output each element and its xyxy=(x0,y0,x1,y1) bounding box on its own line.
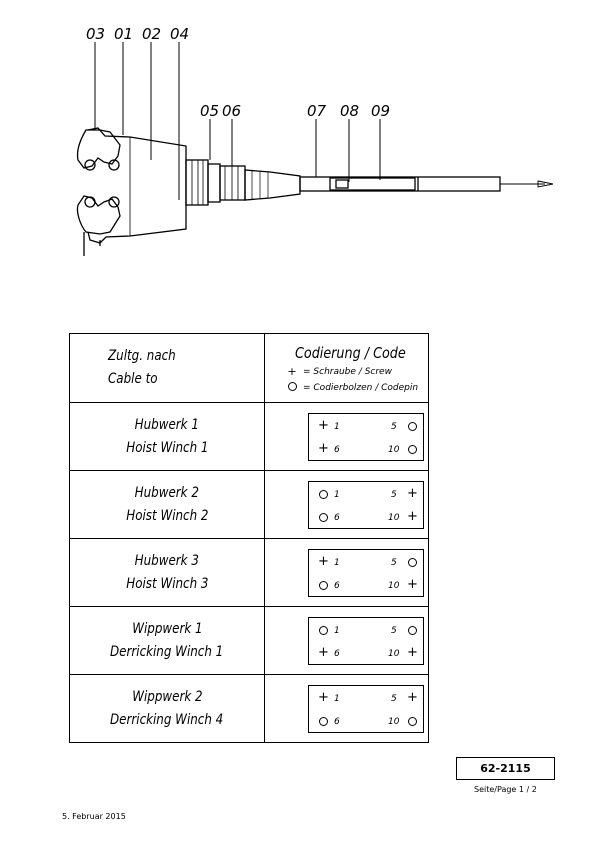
code-box: +1 5 6 +10 xyxy=(308,548,424,597)
destination-line2: Derricking Winch 4 xyxy=(110,711,224,728)
pin-number: 1 xyxy=(334,421,340,432)
destination-line2: Hoist Winch 1 xyxy=(125,439,209,456)
cable-destination: Wippwerk 1 Derricking Winch 1 xyxy=(69,606,265,675)
callout-07: 07 xyxy=(307,102,327,120)
plus-icon: + xyxy=(318,689,329,705)
plus-icon: + xyxy=(407,508,418,524)
code-cell: 1 +5 6 +10 xyxy=(264,470,429,539)
pin-number: 6 xyxy=(334,648,340,659)
code-cell: +1 5 +6 10 xyxy=(264,402,429,471)
pin-number: 6 xyxy=(334,716,340,727)
pin-number: 6 xyxy=(334,580,340,591)
cable-destination: Hubwerk 1 Hoist Winch 1 xyxy=(69,402,265,471)
pin-number: 10 xyxy=(388,580,400,591)
header-left-line1: Zultg. nach xyxy=(108,348,176,364)
circle-icon xyxy=(408,421,417,431)
legend-screw-text: = Schraube / Screw xyxy=(303,366,392,377)
code-box: +1 5 +6 10 xyxy=(308,412,424,461)
document-number: 62-2115 xyxy=(456,757,555,780)
plus-icon: + xyxy=(407,576,418,592)
destination-line1: Hubwerk 3 xyxy=(134,552,200,569)
pin-number: 6 xyxy=(334,444,340,455)
code-cell: +1 5 6 +10 xyxy=(264,538,429,607)
page-number: Seite/Page 1 / 2 xyxy=(474,785,537,794)
table-row: Hubwerk 1 Hoist Winch 1 +1 5 +6 10 xyxy=(69,402,429,471)
circle-icon xyxy=(319,625,328,635)
plus-icon: + xyxy=(407,644,418,660)
callout-04: 04 xyxy=(170,25,189,43)
code-box: 1 5 +6 +10 xyxy=(308,616,424,665)
destination-line2: Hoist Winch 2 xyxy=(125,507,209,524)
table-row: Hubwerk 2 Hoist Winch 2 1 +5 6 +10 xyxy=(69,470,429,539)
pin-number: 1 xyxy=(334,557,340,568)
circle-icon xyxy=(408,444,417,454)
destination-line1: Hubwerk 2 xyxy=(134,484,200,501)
circle-icon xyxy=(319,716,328,726)
pin-number: 1 xyxy=(334,625,340,636)
pin-number: 6 xyxy=(334,512,340,523)
code-cell: +1 +5 6 10 xyxy=(264,674,429,743)
coding-table: Zultg. nach Cable to Codierung / Code + … xyxy=(69,333,429,743)
destination-line2: Hoist Winch 3 xyxy=(125,575,209,592)
pin-number: 5 xyxy=(391,693,397,704)
pin-number: 5 xyxy=(391,421,397,432)
connector-drawing: 03 01 02 04 05 06 07 08 09 xyxy=(76,25,554,256)
document-date: 5. Februar 2015 xyxy=(62,812,126,821)
circle-icon xyxy=(408,557,417,567)
pin-number: 5 xyxy=(391,489,397,500)
header-code: Codierung / Code + = Schraube / Screw = … xyxy=(264,333,429,403)
destination-line2: Derricking Winch 1 xyxy=(110,643,224,660)
circle-icon xyxy=(319,489,328,499)
callout-03: 03 xyxy=(86,25,105,43)
plus-icon: + xyxy=(318,417,329,433)
pin-number: 10 xyxy=(388,716,400,727)
legend-codepin-text: = Codierbolzen / Codepin xyxy=(303,382,419,393)
table-row: Wippwerk 2 Derricking Winch 4 +1 +5 6 10 xyxy=(69,674,429,743)
legend-screw: + = Schraube / Screw xyxy=(283,365,428,378)
plus-icon: + xyxy=(287,365,297,378)
plus-icon: + xyxy=(318,644,329,660)
circle-icon xyxy=(287,382,297,391)
table-header-row: Zultg. nach Cable to Codierung / Code + … xyxy=(69,333,429,403)
cable-destination: Wippwerk 2 Derricking Winch 4 xyxy=(69,674,265,743)
plus-icon: + xyxy=(407,689,418,705)
plus-icon: + xyxy=(318,553,329,569)
plus-icon: + xyxy=(407,485,418,501)
callout-01: 01 xyxy=(114,25,133,43)
cable-destination: Hubwerk 2 Hoist Winch 2 xyxy=(69,470,265,539)
circle-icon xyxy=(408,625,417,635)
circle-icon xyxy=(408,716,417,726)
callout-05: 05 xyxy=(200,102,219,120)
pin-number: 10 xyxy=(388,444,400,455)
circle-icon xyxy=(319,580,328,590)
callout-02: 02 xyxy=(142,25,161,43)
callout-06: 06 xyxy=(222,102,241,120)
callout-09: 09 xyxy=(371,102,390,120)
pin-number: 5 xyxy=(391,625,397,636)
cable-destination: Hubwerk 3 Hoist Winch 3 xyxy=(69,538,265,607)
destination-line1: Wippwerk 2 xyxy=(131,688,203,705)
destination-line1: Hubwerk 1 xyxy=(134,416,200,433)
code-cell: 1 5 +6 +10 xyxy=(264,606,429,675)
legend-codepin: = Codierbolzen / Codepin xyxy=(283,381,428,394)
callout-08: 08 xyxy=(340,102,359,120)
table-row: Hubwerk 3 Hoist Winch 3 +1 5 6 +10 xyxy=(69,538,429,607)
header-left-line2: Cable to xyxy=(108,371,158,387)
pin-number: 5 xyxy=(391,557,397,568)
header-code-title: Codierung / Code xyxy=(295,344,406,362)
callout-labels: 03 01 02 04 05 06 07 08 09 xyxy=(86,25,390,120)
code-box: 1 +5 6 +10 xyxy=(308,480,424,529)
header-cable-to: Zultg. nach Cable to xyxy=(69,333,265,403)
circle-icon xyxy=(319,512,328,522)
pin-number: 10 xyxy=(388,512,400,523)
table-row: Wippwerk 1 Derricking Winch 1 1 5 +6 +10 xyxy=(69,606,429,675)
code-box: +1 +5 6 10 xyxy=(308,684,424,733)
plus-icon: + xyxy=(318,440,329,456)
destination-line1: Wippwerk 1 xyxy=(131,620,203,637)
pin-number: 10 xyxy=(388,648,400,659)
pin-number: 1 xyxy=(334,693,340,704)
pin-number: 1 xyxy=(334,489,340,500)
